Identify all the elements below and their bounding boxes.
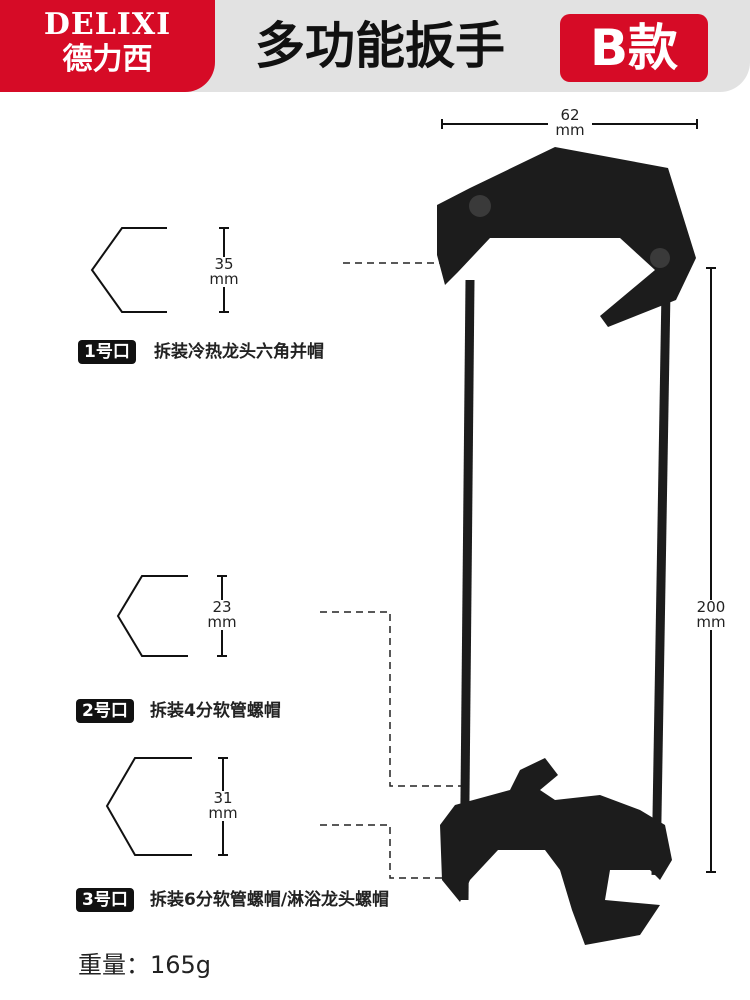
size-unit: mm [209, 270, 239, 288]
brand-name-en: DELIXI [43, 7, 172, 42]
size-unit: mm [208, 804, 238, 822]
leader-lines [320, 262, 462, 879]
opening-2-badge: 2号口 [76, 699, 134, 723]
brand-name-cn: 德力西 [62, 42, 153, 77]
opening-2-outline [116, 575, 188, 657]
wrench [437, 147, 696, 945]
opening-1-description: 拆装冷热龙头六角并帽 [154, 342, 324, 362]
size-value: 31 [213, 789, 233, 807]
variant-badge: B款 [560, 14, 708, 82]
size-unit: mm [207, 613, 237, 631]
opening-3-outline [105, 757, 192, 856]
width-unit: mm [555, 121, 585, 139]
product-title: 多功能扳手 [255, 17, 505, 75]
opening-1-outline [90, 227, 167, 313]
opening-1-badge: 1号口 [78, 340, 136, 364]
opening-2-description: 拆装4分软管螺帽 [150, 701, 281, 721]
size-value: 35 [214, 255, 234, 273]
brand-logo: DELIXI 德力西 [0, 0, 215, 92]
weight-label: 重量：165g [78, 951, 212, 979]
wrench-head-bottom [440, 758, 672, 945]
size-value: 23 [212, 598, 232, 616]
opening-3-badge: 3号口 [76, 888, 134, 912]
wrench-head-top [437, 147, 696, 327]
hex-outlines [90, 227, 192, 856]
height-unit: mm [696, 613, 726, 631]
opening-3-description: 拆装6分软管螺帽/淋浴龙头螺帽 [150, 890, 390, 910]
width-value: 62 [560, 106, 580, 124]
height-value: 200 [696, 598, 726, 616]
